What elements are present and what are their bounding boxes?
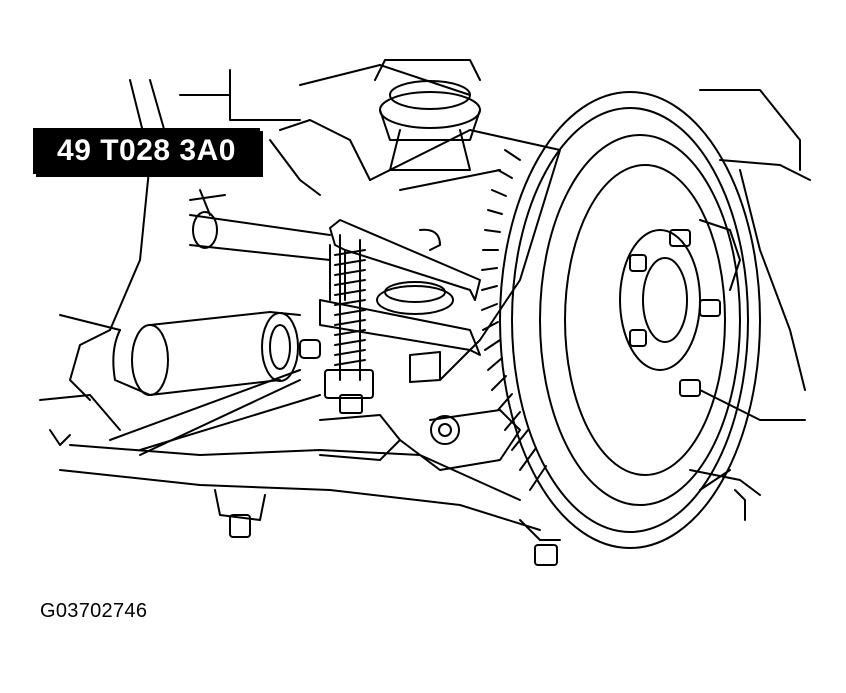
steering-knuckle — [320, 130, 560, 470]
chassis-outline — [40, 65, 810, 520]
bushing-assembly — [70, 312, 320, 400]
tool-callout-label: 49 T028 3A0 — [33, 128, 260, 174]
figure-id: G03702746 — [40, 600, 148, 622]
brake-rotor-icon — [482, 92, 760, 565]
lower-control-arm — [60, 445, 540, 537]
coil-spring-icon — [375, 60, 480, 170]
ball-joint-puller-icon — [110, 220, 480, 455]
stabilizer-bar — [190, 120, 370, 260]
